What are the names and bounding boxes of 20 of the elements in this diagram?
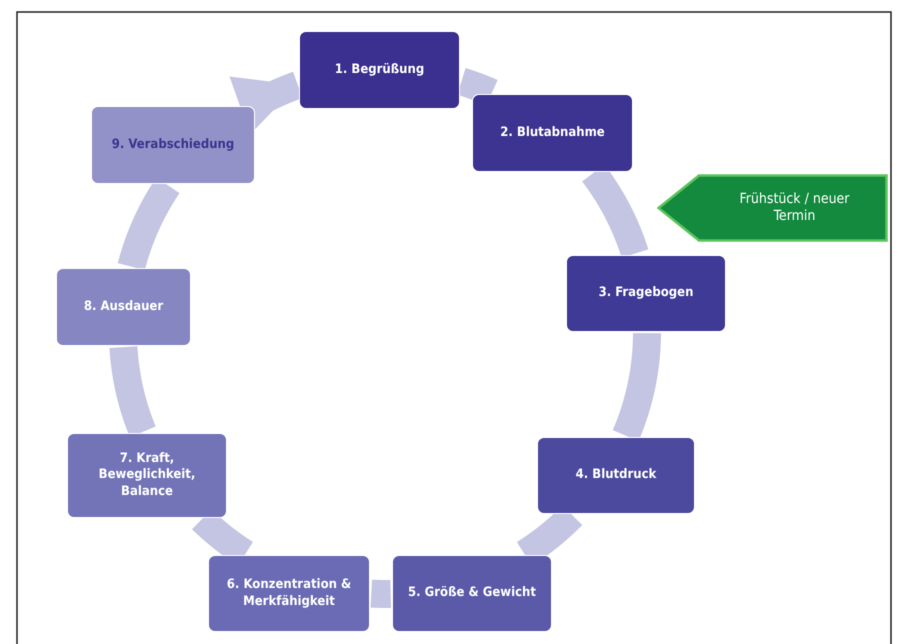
step-box xyxy=(299,31,460,109)
step-label: 9. Verabschiedung xyxy=(112,136,234,154)
step-box xyxy=(56,268,191,346)
step-label: 8. Ausdauer xyxy=(84,298,164,316)
step-label: 7. Kraft, Beweglichkeit, Balance xyxy=(98,451,196,500)
step-label: 6. Konzentration & Merkfähigkeit xyxy=(226,577,352,610)
step-label: 5. Größe & Gewicht xyxy=(408,585,536,602)
step-label: 1. Begrüßung xyxy=(334,62,424,78)
step-box xyxy=(91,106,255,184)
step-label: 2. Blutabnahme xyxy=(500,124,605,142)
step-box xyxy=(566,255,726,332)
step-label: 4. Blutdruck xyxy=(576,467,656,484)
step-box xyxy=(472,94,633,172)
pointer-label xyxy=(657,174,888,242)
step-label: Frühstück / neuer Termin xyxy=(740,190,850,226)
step-box xyxy=(537,437,695,514)
step-label: 3. Fragebogen xyxy=(598,285,694,302)
step-box xyxy=(208,555,370,632)
step-box xyxy=(392,555,552,632)
step-box xyxy=(67,433,227,518)
